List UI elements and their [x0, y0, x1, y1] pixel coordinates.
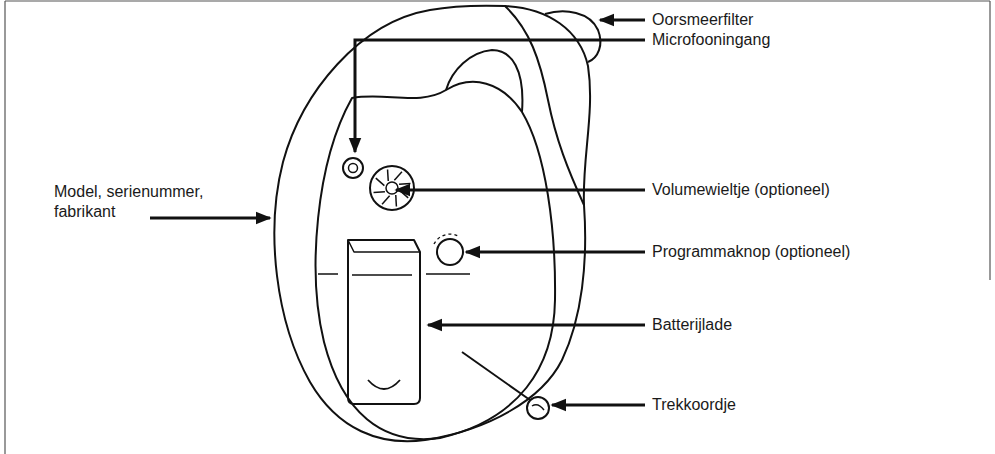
program-button [434, 234, 463, 265]
part-label: Oorsmeerfilter [652, 10, 753, 30]
battery-door [348, 240, 420, 404]
part-label: Model, serienummer, fabrikant [54, 182, 222, 222]
microphone-inlet [343, 158, 363, 178]
wheel-spoke [399, 183, 410, 185]
microphone-inlet [349, 164, 358, 173]
frame [5, 1, 990, 454]
leader-arrow [355, 40, 645, 152]
leader-arrow [428, 324, 645, 327]
wheel-spoke [382, 196, 390, 205]
part-label: Batterijlade [652, 315, 732, 335]
hearing-aid [274, 6, 600, 442]
part-label: Programmaknop (optioneel) [652, 242, 850, 262]
pull-cord [462, 352, 549, 419]
canal-contour [505, 6, 584, 205]
wheel-spoke [394, 172, 402, 181]
wheel-spoke [395, 195, 397, 206]
wheel-spoke [387, 170, 389, 181]
leader-arrow [150, 217, 270, 220]
part-label: Volumewieltje (optioneel) [652, 180, 830, 200]
leader-arrow [552, 404, 645, 407]
part-label: Microfooningang [652, 30, 770, 50]
leader-lines [150, 20, 645, 405]
leader-arrow [396, 189, 645, 192]
volume-wheel [370, 166, 414, 210]
leader-arrow [466, 251, 645, 254]
leader-arrow [600, 19, 645, 22]
faceplate [316, 82, 555, 439]
faceplate-mark [318, 274, 470, 275]
wheel-spoke [374, 191, 385, 193]
shell-outline [274, 6, 590, 442]
canal-contour [446, 50, 522, 112]
wheel-spoke [376, 178, 385, 186]
part-label: Trekkoordje [652, 395, 736, 415]
